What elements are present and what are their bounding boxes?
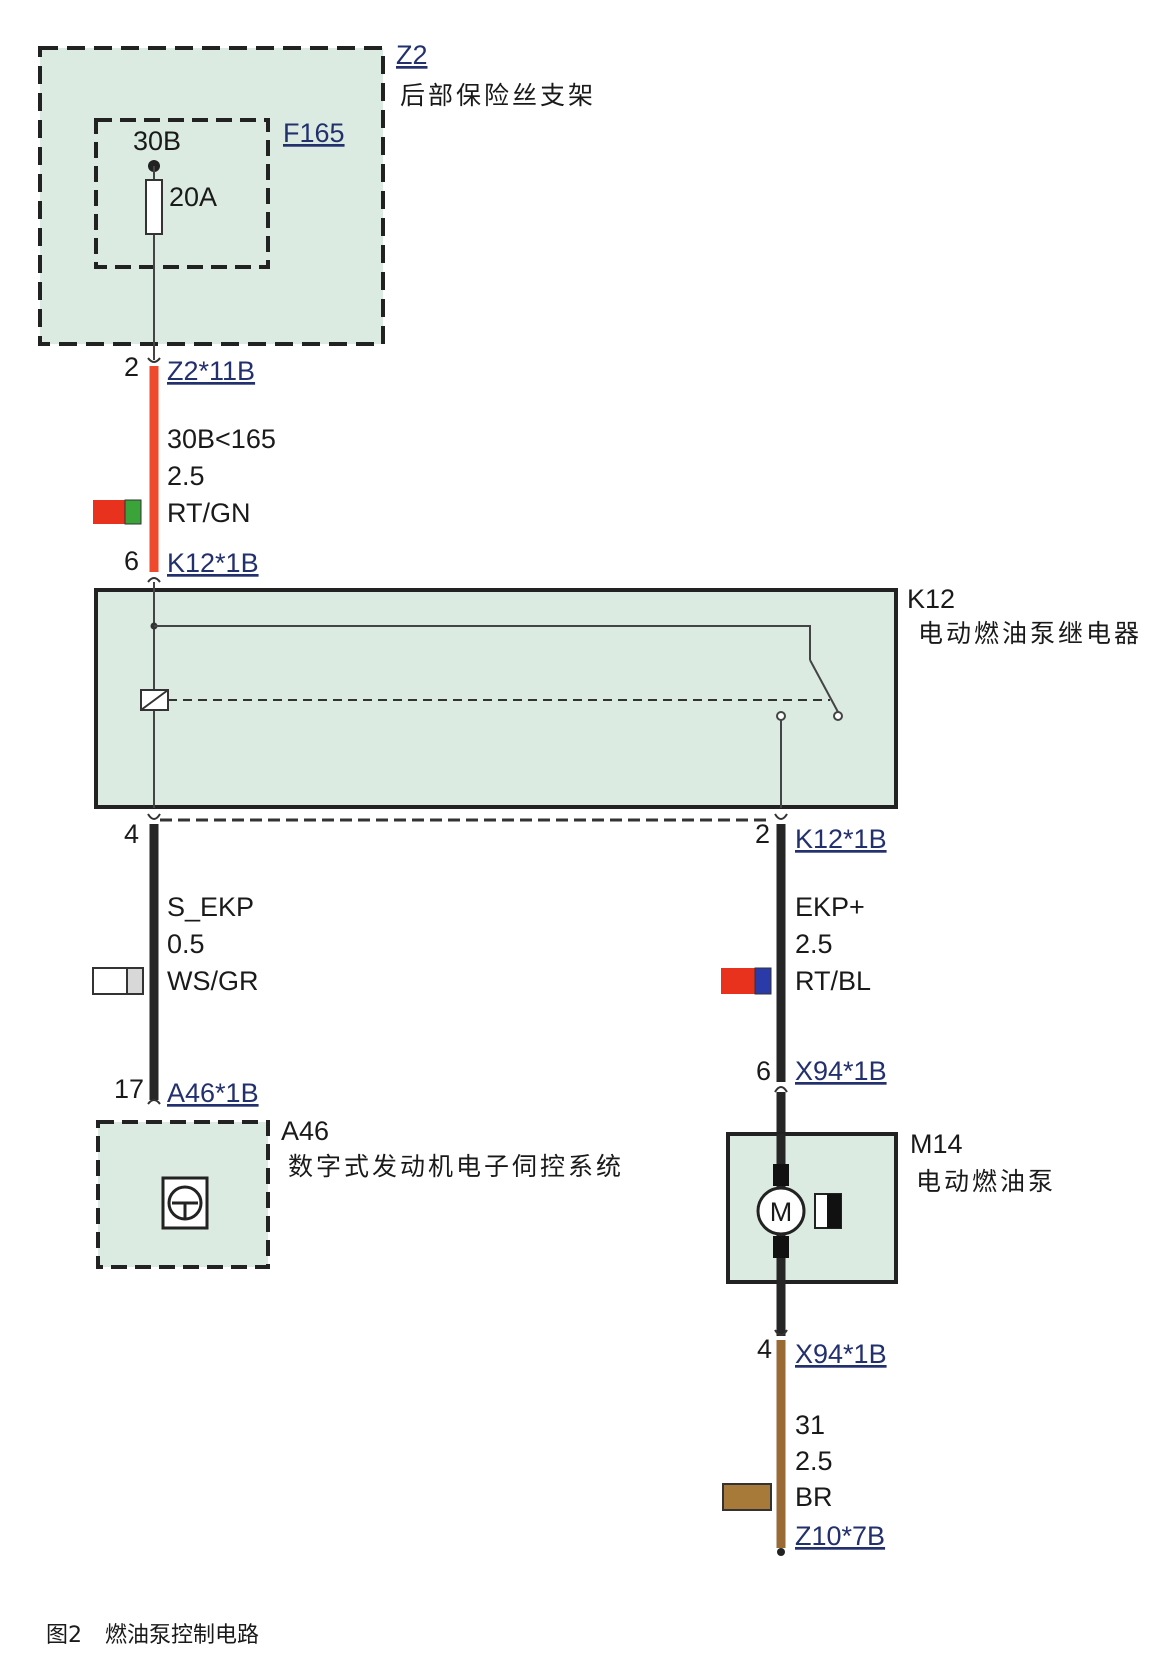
wire1-color-code: RT/GN	[167, 498, 251, 528]
connector-k12-pin2-symbol	[774, 813, 788, 820]
motor-brush-top	[773, 1164, 789, 1186]
wire4-from-connector: X94*1B	[795, 1339, 887, 1369]
figure-title: 燃油泵控制电路	[105, 1623, 259, 1648]
f165-id: F165	[283, 118, 345, 148]
wire1-from-pin: 2	[124, 352, 139, 382]
wire3-from-pin: 2	[755, 819, 770, 849]
wire4-signal: 31	[795, 1410, 825, 1440]
wire1-from-connector: Z2*11B	[167, 356, 255, 386]
wire2-from-pin: 4	[124, 819, 139, 849]
connector-x94-in-symbol	[774, 1086, 788, 1093]
wire2-color-code: WS/GR	[167, 966, 259, 996]
wire2-swatch-primary	[92, 967, 128, 995]
wire2-signal: S_EKP	[167, 892, 254, 922]
z2-name: 后部保险丝支架	[400, 81, 596, 110]
connector-x94-out-symbol	[774, 1329, 788, 1336]
connector-k12-in-symbol	[147, 577, 161, 583]
relay-output-terminal	[776, 711, 786, 721]
wire1-swatch-primary	[93, 500, 125, 524]
m14-name: 电动燃油泵	[916, 1167, 1056, 1196]
f165-fuse-box	[94, 118, 270, 269]
wire4-to-connector: Z10*7B	[795, 1521, 885, 1551]
wire1-to-connector: K12*1B	[167, 548, 259, 578]
wire3-signal: EKP+	[795, 892, 865, 922]
wire4-color-code: BR	[795, 1482, 833, 1512]
wire2-swatch-stripe	[126, 967, 144, 995]
wire2-to-pin: 17	[114, 1074, 144, 1104]
z2-id: Z2	[396, 40, 428, 70]
connector-a46-symbol	[147, 1099, 161, 1105]
motor-icon	[756, 1186, 806, 1236]
connector-k12-pin4-symbol	[147, 813, 161, 820]
wire4-from-pin: 4	[757, 1334, 772, 1364]
relay-contact-terminal	[833, 711, 843, 721]
wire1-signal: 30B<165	[167, 424, 276, 454]
fuse-icon	[145, 179, 163, 235]
ground-point-dot	[777, 1548, 785, 1556]
figure-number: 图2	[46, 1623, 82, 1648]
m14-id: M14	[910, 1129, 963, 1159]
k12-relay-box	[94, 588, 898, 809]
a46-name: 数字式发动机电子伺控系统	[288, 1152, 624, 1181]
k12-id: K12	[907, 584, 955, 614]
wire3-color-code: RT/BL	[795, 966, 871, 996]
m14-pump-box	[726, 1132, 898, 1284]
wire3-swatch-primary	[721, 968, 755, 994]
a46-id: A46	[281, 1116, 329, 1146]
wire1-to-pin: 6	[124, 546, 139, 576]
k12-name: 电动燃油泵继电器	[918, 619, 1142, 648]
wire3-to-connector: X94*1B	[795, 1056, 887, 1086]
motor-symbol: M	[770, 1197, 793, 1227]
relay-contact-arm	[809, 659, 839, 713]
wire4-gauge: 2.5	[795, 1446, 833, 1476]
relay-switch-feed	[154, 625, 811, 660]
wire2-gauge: 0.5	[167, 929, 205, 959]
pump-icon-fill	[827, 1194, 841, 1228]
wire3-gauge: 2.5	[795, 929, 833, 959]
relay-coil-diagonal	[140, 689, 169, 711]
wire2-to-connector: A46*1B	[167, 1078, 259, 1108]
wire4-swatch	[722, 1483, 772, 1511]
wire3-swatch-stripe	[754, 967, 772, 995]
fuse-terminal-label: 30B	[133, 126, 181, 156]
motor-brush-bottom	[773, 1236, 789, 1258]
wire1-swatch-stripe	[124, 499, 142, 525]
wire1-gauge: 2.5	[167, 461, 205, 491]
fuse-rating: 20A	[169, 182, 217, 212]
wire3-to-pin: 6	[756, 1056, 771, 1086]
connector-z2-symbol	[147, 357, 161, 363]
wire3-from-connector: K12*1B	[795, 824, 887, 854]
